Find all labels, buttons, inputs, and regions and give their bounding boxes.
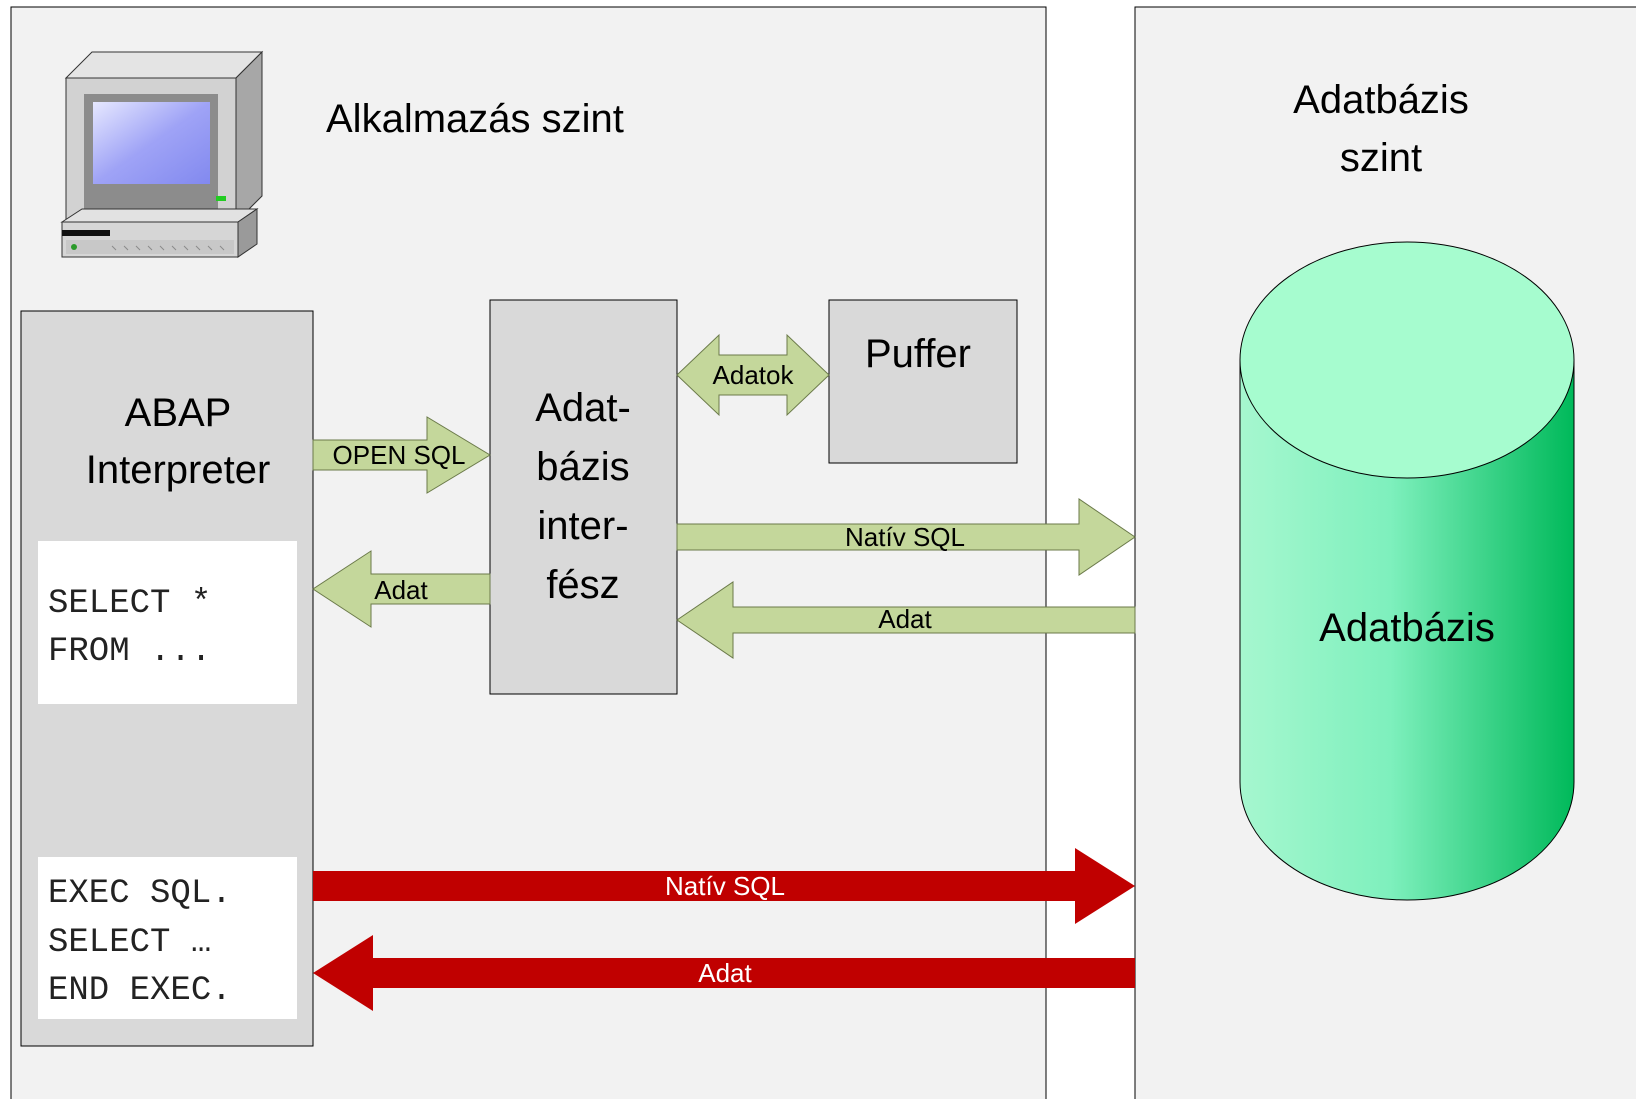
db-to-interface-data-label: Adat [878, 604, 932, 634]
open-sql-code-line1: SELECT * [48, 585, 211, 623]
buffer-data-label: Adatok [713, 360, 795, 390]
db-interface-line3: inter- [537, 504, 628, 548]
native-sql-green-label: Natív SQL [845, 522, 965, 552]
native-sql-code-line3: END EXEC. [48, 972, 232, 1010]
native-sql-code-line2: SELECT … [48, 924, 211, 962]
db-interface-line1: Adat- [535, 386, 631, 430]
native-sql-red-arrow [313, 848, 1135, 924]
app-tier-title: Alkalmazás szint [326, 97, 624, 141]
db-to-abap-data-red-label: Adat [698, 958, 752, 988]
db-to-abap-data-red-arrow [313, 935, 1135, 1011]
db-tier-title-line1: Adatbázis [1293, 78, 1469, 122]
native-sql-red-label: Natív SQL [665, 871, 785, 901]
interface-to-abap-data-label: Adat [374, 575, 428, 605]
database-label: Adatbázis [1319, 606, 1495, 650]
open-sql-label: OPEN SQL [333, 440, 466, 470]
buffer-box [828, 299, 1018, 464]
db-interface-line4: fész [546, 563, 619, 607]
native-sql-code-box [38, 857, 297, 1019]
open-sql-code-box [38, 541, 297, 704]
open-sql-arrow [312, 416, 491, 494]
native-sql-code-line1: EXEC SQL. [48, 875, 232, 913]
db-tier-title-line2: szint [1340, 136, 1422, 180]
buffer-label: Puffer [865, 332, 971, 376]
db-to-interface-data-arrow [676, 581, 1136, 659]
computer-icon [60, 50, 264, 258]
db-interface-box [489, 299, 678, 695]
db-interface-line2: bázis [536, 445, 629, 489]
open-sql-code-line2: FROM ... [48, 633, 211, 671]
database-cylinder [1239, 241, 1575, 901]
buffer-data-arrow [676, 333, 830, 417]
native-sql-green-arrow [676, 498, 1136, 576]
abap-interpreter-label-line1: ABAP [125, 391, 232, 435]
abap-interpreter-label-line2: Interpreter [86, 448, 271, 492]
interface-to-abap-data-arrow [312, 550, 491, 628]
